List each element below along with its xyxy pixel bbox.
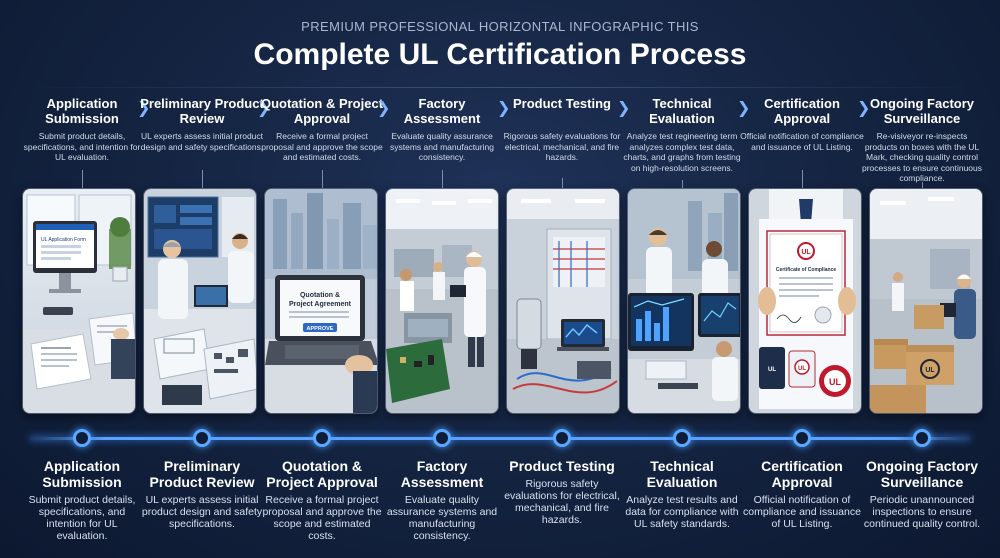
chevron-right-icon: ❯ [377,98,391,117]
timeline-node [433,429,451,447]
bottom-step-3: Quotation & Project Approval Receive a f… [260,458,384,542]
timeline-node [673,429,691,447]
evaluation-illustration [627,188,741,414]
top-step-7: Certification Approval Official notifica… [740,96,864,152]
connector-line [82,170,83,188]
bottom-step-desc: Rigorous safety evaluations for electric… [504,478,620,526]
connector-line [682,180,683,188]
top-step-title: Quotation & Project Approval [260,96,384,126]
top-step-title: Application Submission [45,96,119,126]
bottom-step-4: Factory Assessment Evaluate quality assu… [380,458,504,542]
certification-illustration: UL Certificate of Compliance UL UL UL [748,188,862,414]
bottom-step-desc: Periodic unannounced inspections to ensu… [863,494,981,530]
bottom-step-7: Certification Approval Official notifica… [740,458,864,530]
timeline-node [193,429,211,447]
top-step-3: Quotation & Project Approval Receive a f… [260,96,384,163]
top-step-title: Preliminary Product Review [140,96,264,126]
bottom-step-desc: Receive a formal project proposal and ap… [262,494,382,542]
bottom-step-desc: Official notification of compliance and … [743,494,861,530]
bottom-step-title: Quotation & Project Approval [266,458,378,490]
chevron-right-icon: ❯ [497,98,511,117]
connector-line [562,178,563,188]
bottom-step-title: Application Submission [42,458,122,490]
application-illustration: UL Application Form [22,188,136,414]
bottom-step-desc: UL experts assess initial product design… [141,494,263,530]
factory-illustration [385,188,499,414]
timeline-node [793,429,811,447]
top-step-desc: Analyze test regineering term analyzes c… [623,131,741,173]
chevron-right-icon: ❯ [257,98,271,117]
timeline-bar [30,437,970,440]
agreement-line-2: Project Agreement [289,301,352,308]
bottom-step-title: Certification Approval [761,458,843,490]
top-step-2: Preliminary Product Review UL experts as… [140,96,264,152]
top-step-desc: UL experts assess initial product design… [140,131,264,152]
top-step-5: Product Testing Rigorous safety evaluati… [500,96,624,163]
bottom-step-desc: Submit product details, specifications, … [28,494,136,542]
bottom-step-title: Product Testing [509,458,615,474]
top-step-1: Application Submission Submit product de… [20,96,144,163]
chevron-right-icon: ❯ [857,98,871,117]
chevron-right-icon: ❯ [617,98,631,117]
top-step-title: Certification Approval [764,96,840,126]
timeline-node [913,429,931,447]
ul-mark-text: UL [798,366,806,372]
bottom-step-6: Technical Evaluation Analyze test result… [620,458,744,530]
page-title: Complete UL Certification Process [253,38,747,71]
timeline-node [313,429,331,447]
bottom-step-8: Ongoing Factory Surveillance Periodic un… [860,458,984,530]
certificate-title: Certificate of Compliance [776,267,837,273]
bottom-step-title: Factory Assessment [400,458,484,490]
connector-line [922,182,923,188]
connector-line [202,170,203,188]
bottom-step-title: Ongoing Factory Surveillance [866,458,978,490]
agreement-line-1: Quotation & [300,292,340,299]
top-step-row: Application Submission Submit product de… [20,96,982,206]
header-subtitle: PREMIUM PROFESSIONAL HORIZONTAL INFOGRAP… [301,19,699,34]
bottom-step-row: Application Submission Submit product de… [20,458,980,553]
illustration-row: UL Application Form [22,188,983,414]
timeline-node [553,429,571,447]
top-step-desc: Re-visiveyor re-inspects products on box… [861,131,983,183]
ul-mark-text: UL [801,249,811,256]
connector-line [802,170,803,188]
top-step-title: Technical Evaluation [649,96,715,126]
testing-illustration [506,188,620,414]
bottom-step-title: Technical Evaluation [646,458,718,490]
connector-line [442,170,443,188]
ul-mark-text: UL [925,367,935,374]
top-step-desc: Evaluate quality assurance systems and m… [390,131,494,162]
top-step-desc: Rigorous safety evaluations for electric… [503,131,621,162]
bottom-step-1: Application Submission Submit product de… [20,458,144,542]
bottom-step-2: Preliminary Product Review UL experts as… [140,458,264,530]
top-step-title: Ongoing Factory Surveillance [870,96,974,126]
top-step-desc: Submit product details, specifications, … [23,131,141,162]
top-step-desc: Official notification of compliance and … [740,131,864,152]
quotation-illustration: Quotation & Project Agreement APPROVE [264,188,378,414]
top-step-4: Factory Assessment Evaluate quality assu… [380,96,504,163]
bottom-step-desc: Evaluate quality assurance systems and m… [386,494,498,542]
bottom-step-5: Product Testing Rigorous safety evaluati… [500,458,624,526]
top-step-desc: Receive a formal project proposal and ap… [261,131,383,162]
surveillance-illustration: UL [869,188,983,414]
chevron-right-icon: ❯ [737,98,751,117]
top-step-6: Technical Evaluation Analyze test regine… [620,96,744,173]
ul-mark-text: UL [829,377,841,387]
bottom-step-desc: Analyze test results and data for compli… [625,494,739,530]
chevron-right-icon: ❯ [137,98,151,117]
ul-mark-text: UL [768,367,776,373]
top-step-title: Product Testing [513,96,611,111]
approve-button-label: APPROVE [307,326,334,332]
connector-line [322,170,323,188]
top-step-8: Ongoing Factory Surveillance Re-visiveyo… [860,96,984,184]
review-illustration [143,188,257,414]
timeline-node [73,429,91,447]
header-divider [20,87,980,88]
bottom-step-title: Preliminary Product Review [149,458,255,490]
top-step-title: Factory Assessment [403,96,481,126]
application-form-label: UL Application Form [41,237,86,243]
